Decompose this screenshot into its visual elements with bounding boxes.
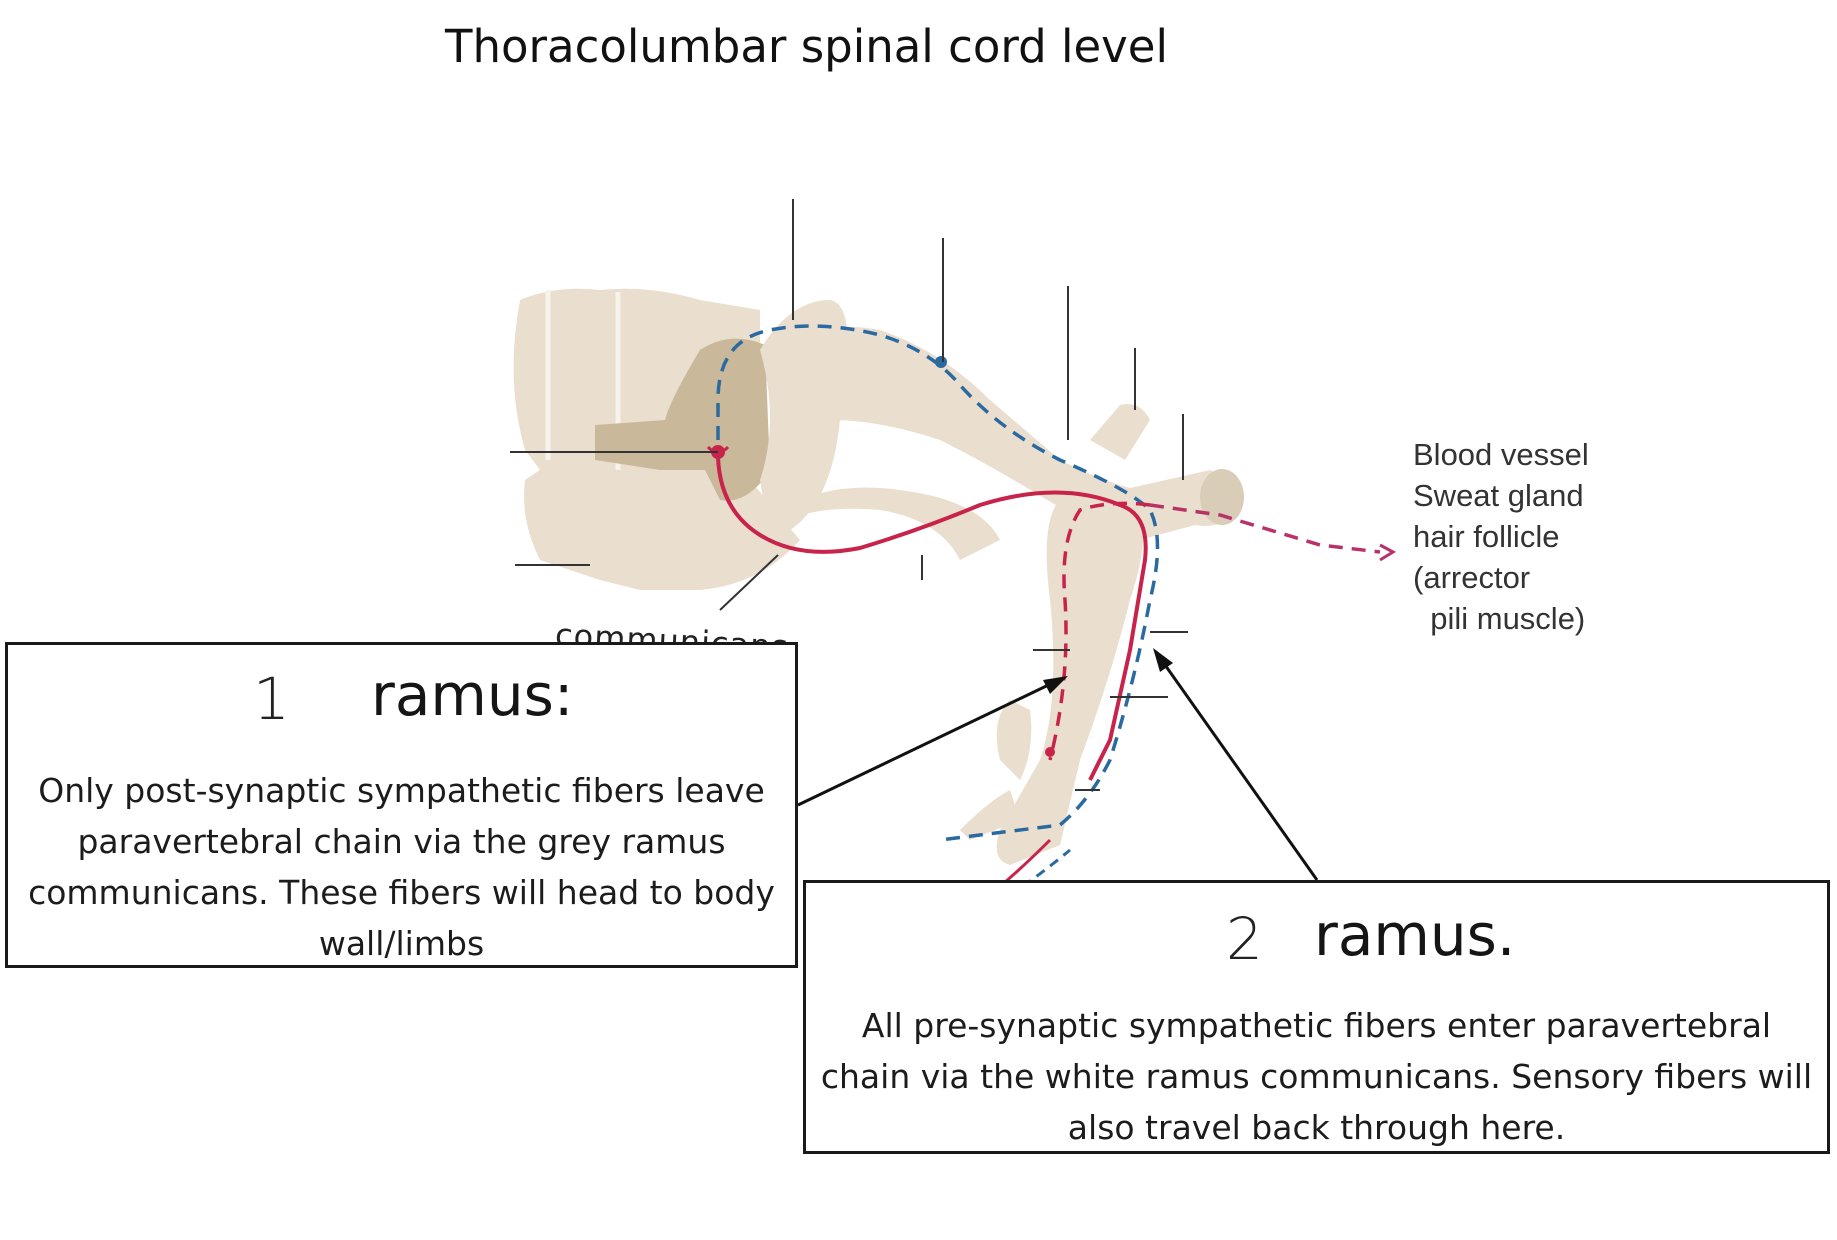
sensory-fiber — [716, 324, 1160, 842]
target-line-2: Sweat gland — [1413, 478, 1584, 513]
box2-number: 2 — [1226, 905, 1263, 973]
target-line-4: (arrector — [1413, 560, 1531, 595]
target-line-3: hair follicle — [1413, 519, 1560, 554]
postsynaptic-fiber-grey — [1048, 501, 1151, 761]
target-organs-label: Blood vessel Sweat gland hair follicle (… — [1413, 434, 1589, 639]
postsynaptic-fiber-out — [1149, 503, 1381, 554]
grey-matter — [595, 338, 770, 501]
diagram-title: Thoracolumbar spinal cord level — [445, 20, 1168, 73]
target-line-1: Blood vessel — [1413, 437, 1589, 472]
presynaptic-fiber — [716, 456, 1148, 781]
box1-heading: ramus: — [371, 661, 574, 729]
box2-heading: ramus. — [1314, 901, 1516, 969]
target-line-5: pili muscle) — [1413, 601, 1586, 636]
white-ramus-box: 2 ramus. All pre-synaptic sympathetic fi… — [803, 880, 1830, 1154]
spinal-cord — [513, 288, 848, 590]
leader-lines — [510, 199, 1188, 791]
grey-ramus-box: 1 ramus: Only post-synaptic sympathetic … — [5, 642, 798, 968]
box1-number: 1 — [253, 665, 290, 733]
callout-arrows — [797, 648, 1319, 881]
nerve-trunks — [780, 327, 1244, 865]
box2-body: All pre-synaptic sympathetic fibers ente… — [820, 1006, 1813, 1147]
box1-body: Only post-synaptic sympathetic fibers le… — [28, 771, 775, 963]
